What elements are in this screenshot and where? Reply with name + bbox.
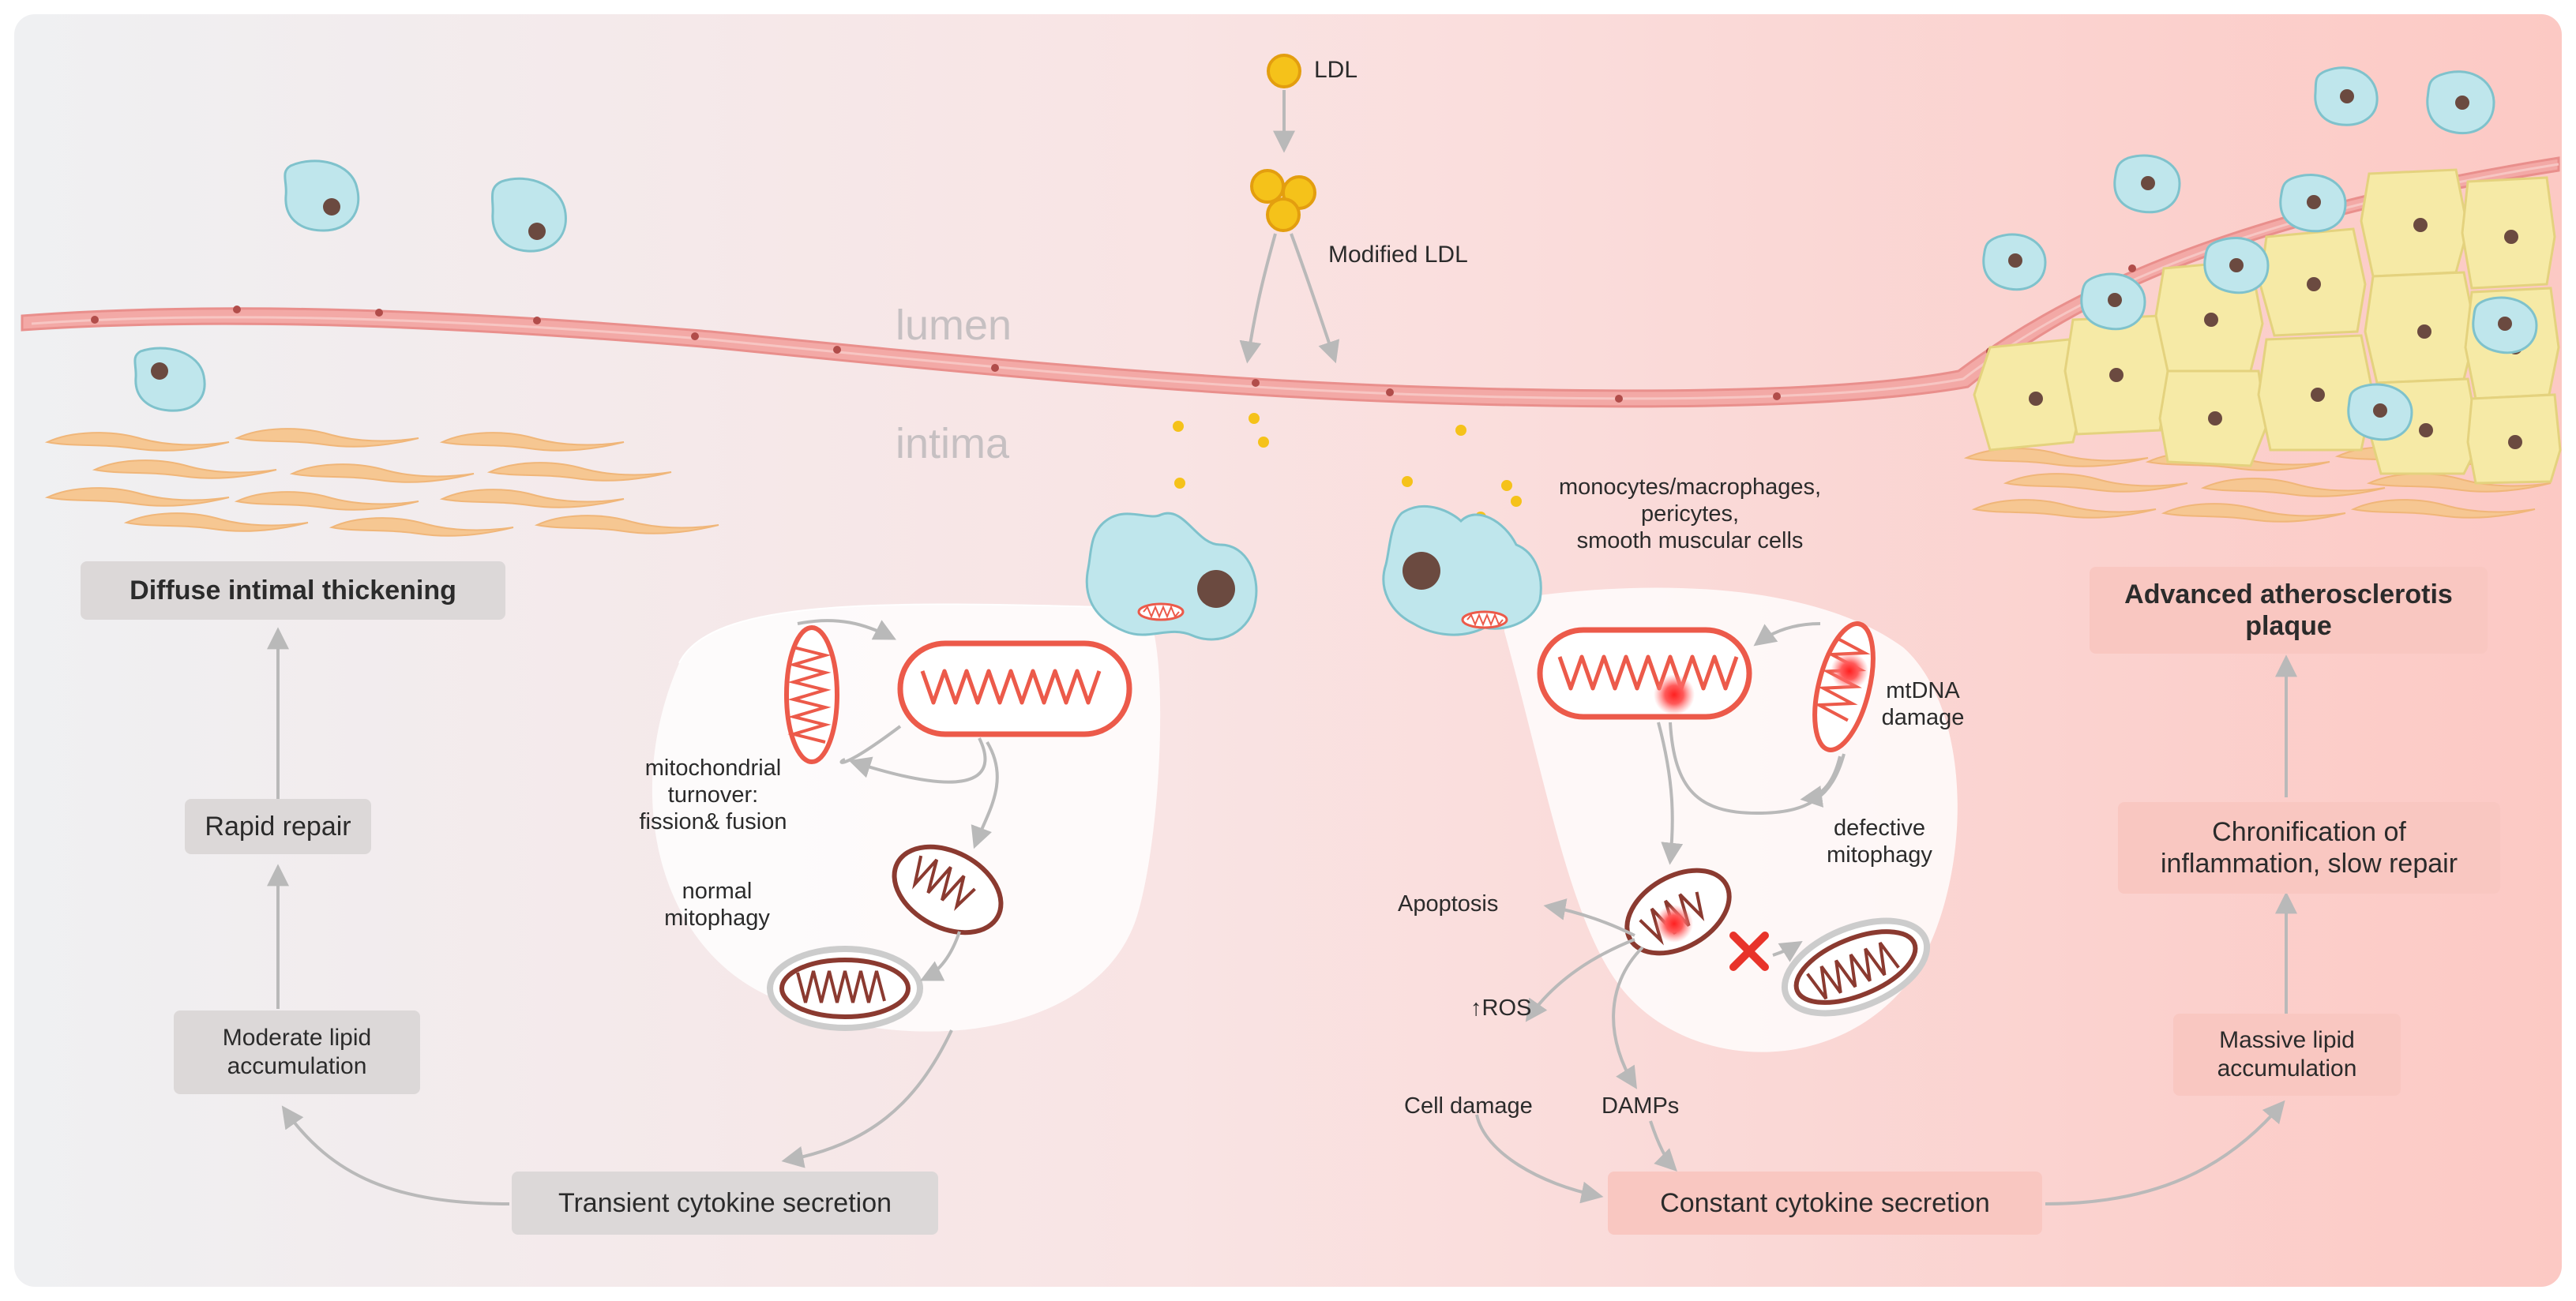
damaged-elongated-mitochondrion <box>1812 621 1876 752</box>
ldl-label: LDL <box>1314 57 1358 83</box>
advanced-plaque-box: Advanced atherosclerotis plaque <box>2090 567 2488 654</box>
normal-mitophagy-line-1: normal <box>682 879 753 904</box>
ldl-particle-icon <box>1267 54 1301 88</box>
constant-cytokine-box: Constant cytokine secretion <box>1608 1172 2042 1235</box>
damaged-mitochondrion-left <box>892 844 1004 935</box>
normal-mitophagy-label: normal mitophagy <box>638 878 796 932</box>
massive-lipid-box: Massive lipid accumulation <box>2173 1014 2401 1096</box>
mito-turnover-label: mitochondrial turnover: fission& fusion <box>606 755 820 835</box>
autophagosome-right <box>1781 917 1931 1017</box>
cell-types-line-1: monocytes/macrophages, <box>1558 474 1822 500</box>
right-cycle-arrows <box>1475 622 1846 1204</box>
moderate-lipid-line-2: accumulation <box>227 1053 367 1079</box>
defective-mitophagy-line-1: defective <box>1833 815 1926 841</box>
cell-types-line-3: smooth muscular cells <box>1576 528 1804 553</box>
apoptosis-label: Apoptosis <box>1398 891 1499 917</box>
flow-arrows <box>267 627 2297 1205</box>
defective-mitophagy-line-2: mitophagy <box>1827 842 1932 868</box>
mito-turnover-line-3: fission& fusion <box>639 809 787 834</box>
fused-mitochondrion <box>897 640 1132 737</box>
mtdna-damage-label: mtDNA damage <box>1864 677 1982 731</box>
monocytes-left <box>133 159 567 412</box>
damps-label: DAMPs <box>1602 1093 1680 1119</box>
left-cycle-arrows <box>797 619 999 981</box>
transient-cytokine-box: Transient cytokine secretion <box>512 1172 938 1235</box>
moderate-lipid-line-1: Moderate lipid <box>222 1025 372 1051</box>
endothelium-layer <box>21 156 2560 408</box>
chronification-box: Chronification of inflammation, slow rep… <box>2118 802 2500 894</box>
moderate-lipid-box: Moderate lipid accumulation <box>174 1010 420 1094</box>
right-macrophage <box>1382 504 1542 636</box>
mito-turnover-line-2: turnover: <box>667 782 759 808</box>
damaged-fused-mitochondrion <box>1537 627 1752 720</box>
mtdna-damage-line-2: damage <box>1881 705 1965 730</box>
modified-ldl-icon <box>1250 169 1316 232</box>
normal-mitophagy-line-2: mitophagy <box>664 905 770 931</box>
lumen-label: lumen <box>896 302 1012 349</box>
chronification-line-2: inflammation, slow repair <box>2160 849 2458 879</box>
cell-types-line-2: pericytes, <box>1640 501 1740 527</box>
left-macrophage <box>1085 512 1258 641</box>
intima-label: intima <box>896 420 1010 467</box>
mtdna-damage-line-1: mtDNA <box>1886 678 1960 703</box>
autophagosome-left <box>767 946 923 1031</box>
cell-types-label: monocytes/macrophages, pericytes, smooth… <box>1536 474 1844 554</box>
massive-lipid-line-1: Massive lipid <box>2219 1027 2355 1053</box>
chronification-line-1: Chronification of <box>2212 817 2406 847</box>
mtdna-damaged-mitochondrion-small <box>1624 868 1732 956</box>
cell-damage-label: Cell damage <box>1404 1093 1533 1119</box>
elongated-mitochondrion-left <box>784 625 839 764</box>
monocytes-right <box>1982 66 2538 441</box>
defective-mitophagy-cross-icon <box>1729 932 1769 971</box>
defective-mitophagy-label: defective mitophagy <box>1801 815 1958 868</box>
rapid-repair-box: Rapid repair <box>185 799 371 854</box>
ros-label: ↑ROS <box>1470 995 1532 1021</box>
modified-ldl-label: Modified LDL <box>1328 242 1468 268</box>
mito-turnover-line-1: mitochondrial <box>644 755 782 781</box>
massive-lipid-line-2: accumulation <box>2217 1055 2357 1082</box>
advanced-plaque-line-1: Advanced atherosclerotis <box>2124 579 2453 609</box>
advanced-plaque-line-2: plaque <box>2245 611 2332 641</box>
diffuse-intimal-thickening-box: Diffuse intimal thickening <box>81 561 505 620</box>
